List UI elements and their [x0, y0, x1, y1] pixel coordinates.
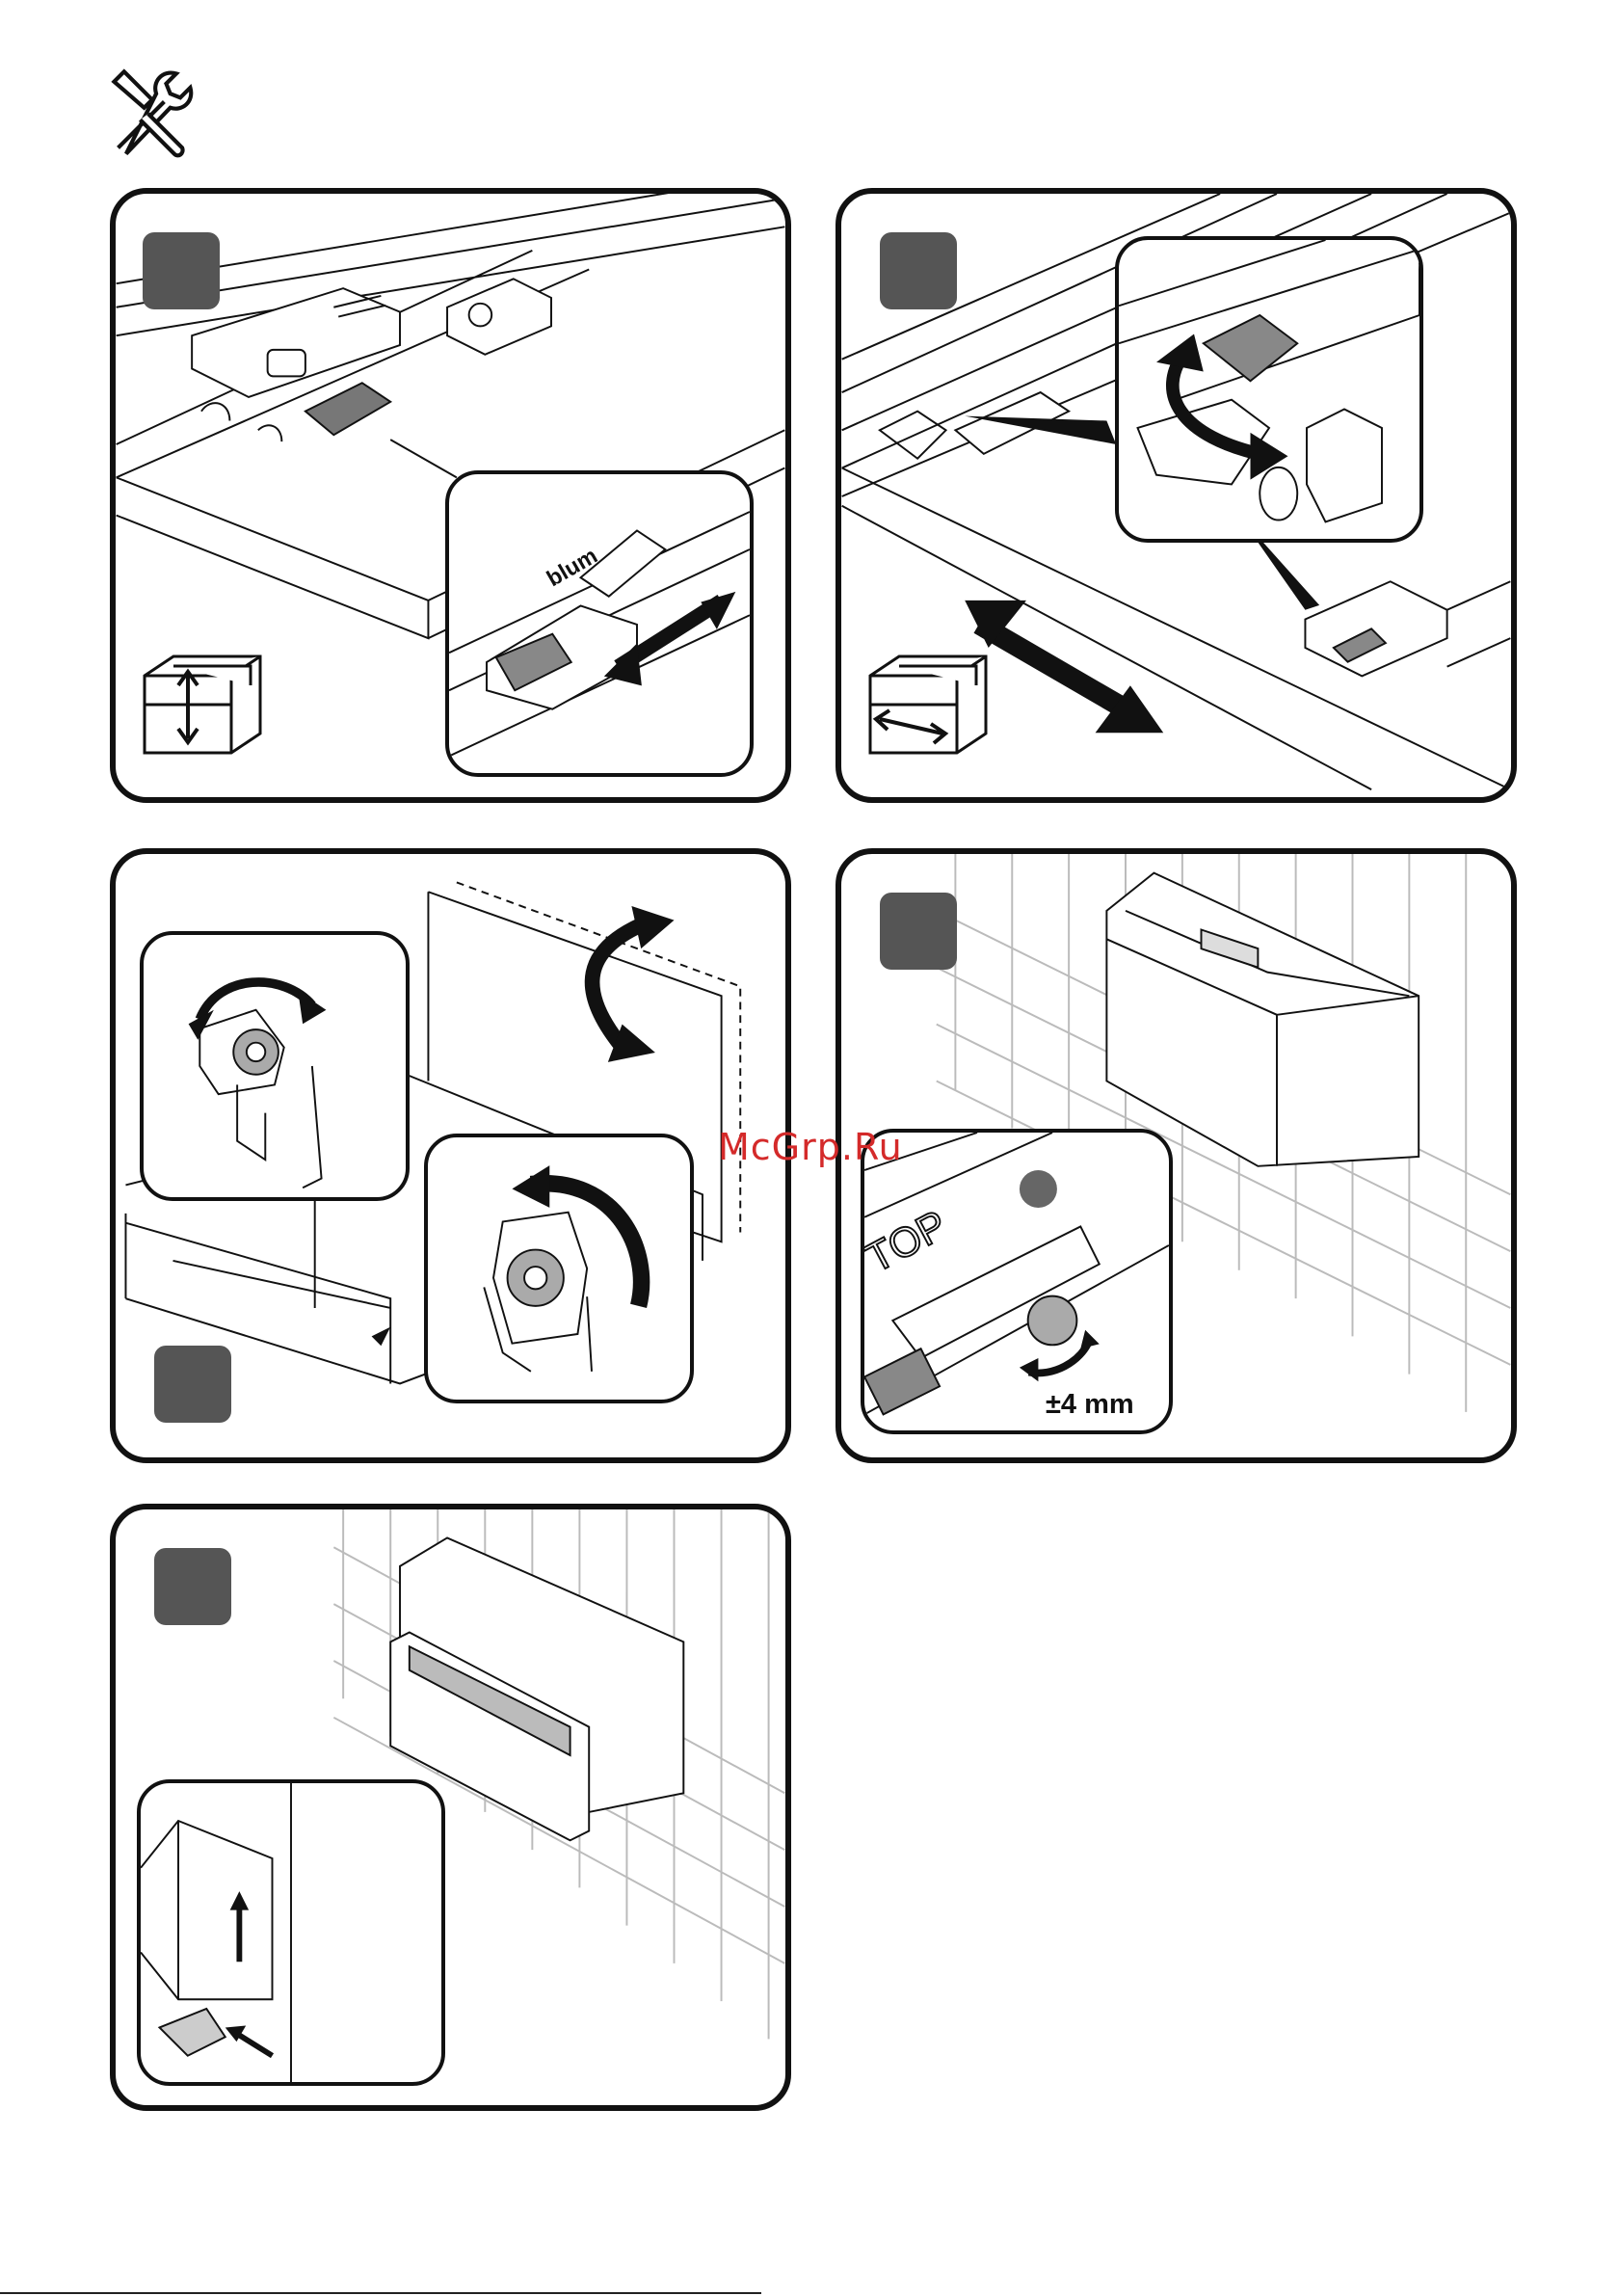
step-panel-5	[110, 1504, 791, 2111]
drawer-left-right-icon	[861, 647, 995, 762]
watermark: McGrp.Ru	[718, 1126, 903, 1168]
tools-icon	[104, 64, 204, 164]
footer-rule	[0, 2292, 761, 2294]
release-lever-inset	[137, 1779, 445, 2086]
step-panel-1: blum	[110, 188, 791, 803]
step-badge-2	[880, 232, 957, 309]
wheel-side-inset	[424, 1134, 694, 1403]
runner-detail-inset: blum	[445, 470, 754, 777]
step-panel-3	[110, 848, 791, 1463]
wheel-rotate-inset	[1115, 236, 1423, 543]
runner-top-inset: TOP ±4 mm	[861, 1129, 1173, 1434]
wheel-top-inset	[140, 931, 410, 1201]
step-panel-2	[836, 188, 1517, 803]
step-badge-5	[154, 1548, 231, 1625]
top-label: TOP	[864, 1202, 955, 1282]
step-badge-4	[880, 893, 957, 970]
step-badge-1	[143, 232, 220, 309]
step-panel-4: TOP ±4 mm	[836, 848, 1517, 1463]
step-badge-3	[154, 1346, 231, 1423]
drawer-up-down-icon	[135, 647, 270, 762]
adjust-range-label: ±4 mm	[1046, 1389, 1134, 1421]
